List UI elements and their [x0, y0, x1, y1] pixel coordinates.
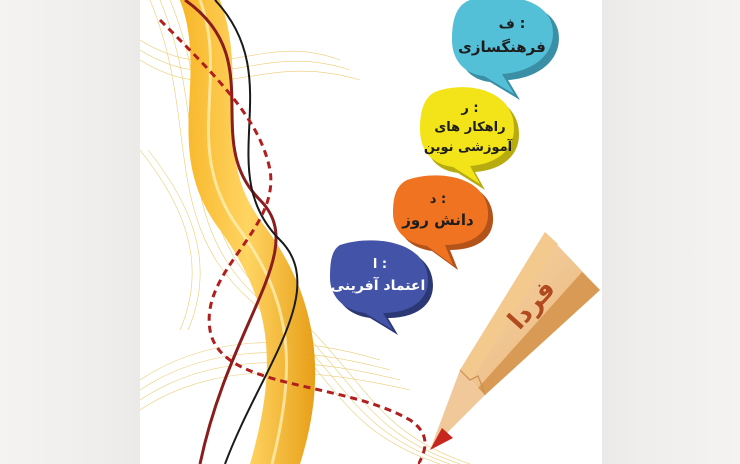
speech-bubble-rahkar: ر : راهکار های آموزشی نوین [420, 87, 519, 190]
speech-bubble-etemad: ا : اعتماد آفرینی [330, 240, 433, 335]
left-blurred-margin [0, 0, 160, 464]
speech-bubble-danesh: د : دانش روز [393, 175, 494, 270]
poster-illustration: فردا ف : فرهنگسازی ر : راهکار های آموزشی… [140, 0, 600, 464]
poster-artwork: فردا ف : فرهنگسازی ر : راهکار های آموزشی… [140, 0, 602, 464]
right-blurred-margin [580, 0, 740, 464]
bubble-letter: د : [430, 192, 446, 207]
golden-ribbon [180, 0, 316, 464]
bubble-text: اعتماد آفرینی [331, 276, 426, 294]
bubble-letter: ف : [499, 16, 526, 32]
speech-bubble-farhangsazi: ف : فرهنگسازی [452, 0, 559, 101]
bubble-text-line1: راهکار های [434, 120, 505, 135]
bubble-letter: ر : [460, 101, 478, 116]
bubble-letter: ا : [373, 257, 387, 272]
red-curves [158, 0, 427, 464]
bubble-text: دانش روز [401, 211, 474, 229]
bubble-text: فرهنگسازی [458, 38, 546, 56]
bubble-text-line2: آموزشی نوین [424, 138, 513, 155]
